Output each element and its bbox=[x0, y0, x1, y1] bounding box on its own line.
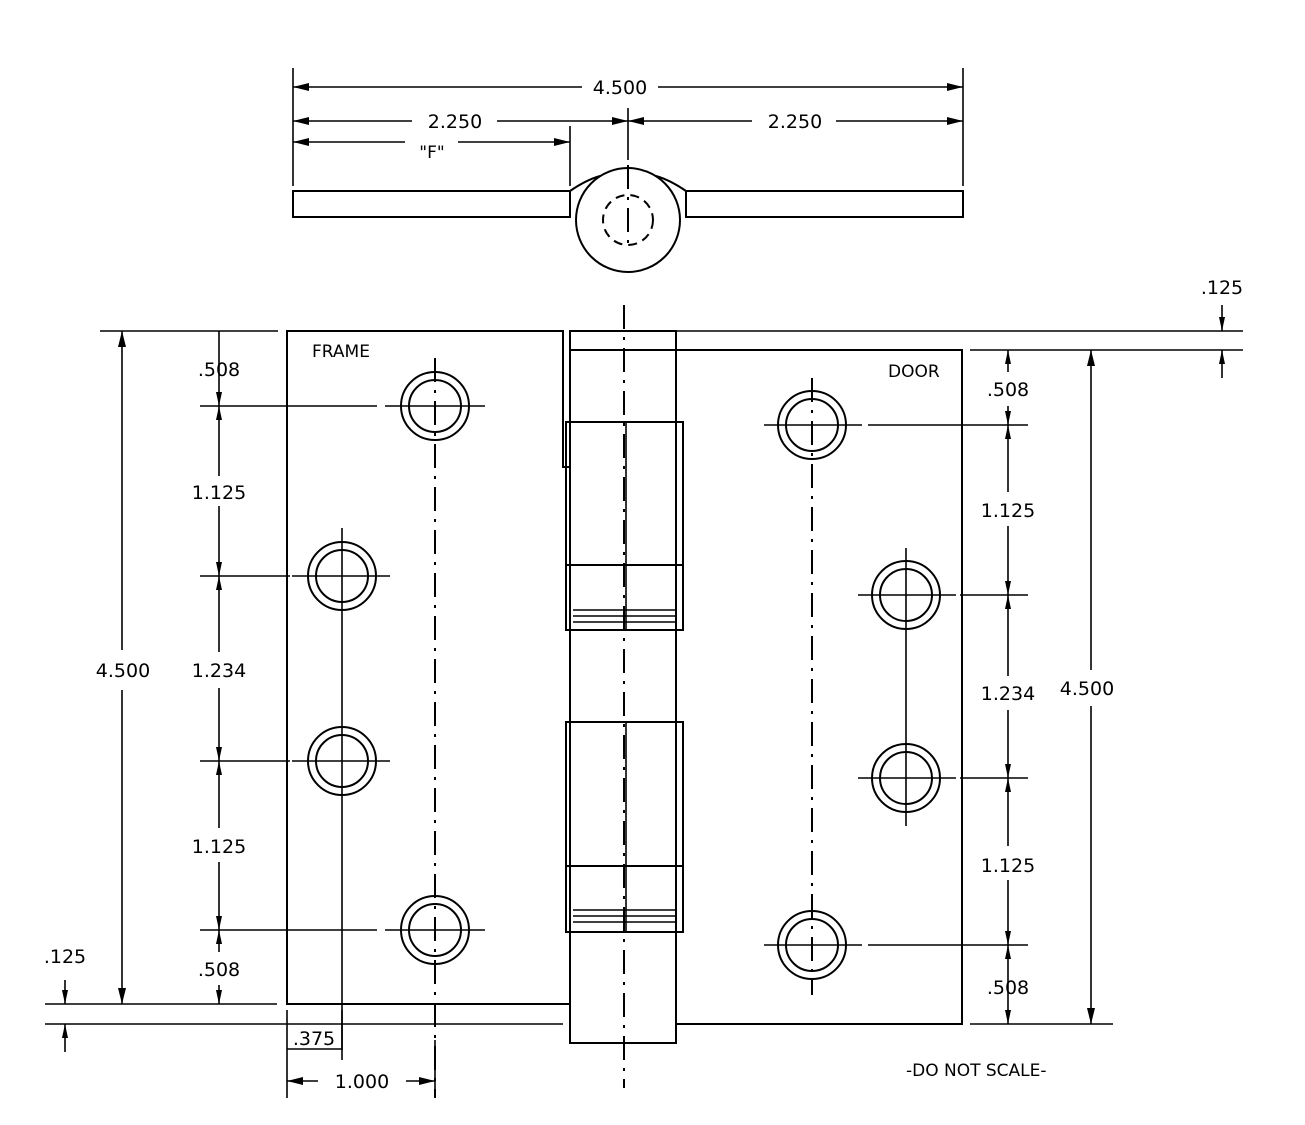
door-holes bbox=[764, 378, 956, 995]
dimension-text: .508 bbox=[987, 379, 1029, 401]
dimension-overall-width: 4.500 bbox=[293, 77, 963, 99]
dimension-text: 1.000 bbox=[335, 1071, 389, 1093]
dimension-offset-bottom: .125 bbox=[44, 946, 86, 1052]
frame-holes bbox=[292, 358, 485, 1098]
top-view-pin-hidden bbox=[602, 194, 654, 246]
dimension-f: "F" bbox=[293, 138, 570, 163]
dimension-text: 1.125 bbox=[981, 855, 1035, 877]
dimension-text: 1.234 bbox=[981, 683, 1035, 705]
dimension-text: 2.250 bbox=[768, 111, 822, 133]
dimension-text: 4.500 bbox=[1060, 678, 1114, 700]
frame-hole-2 bbox=[292, 541, 390, 611]
dimension-text: 1.125 bbox=[192, 836, 246, 858]
dimension-offset-top: .125 bbox=[1201, 277, 1243, 378]
dimension-text: .375 bbox=[293, 1028, 335, 1050]
front-view: FRAME DOOR -DO NOT SCALE- bbox=[44, 277, 1243, 1098]
dimension-text: 1.125 bbox=[981, 500, 1035, 522]
frame-hole-1 bbox=[385, 371, 485, 441]
f-label: "F" bbox=[419, 143, 444, 163]
dimension-text: .125 bbox=[1201, 277, 1243, 299]
door-hole-3 bbox=[858, 743, 956, 813]
top-view: 4.500 2.250 2.250 "F" bbox=[292, 68, 964, 273]
frame-hole-3 bbox=[292, 726, 390, 796]
dimension-text: 1.125 bbox=[192, 482, 246, 504]
knuckle-segment-2 bbox=[565, 721, 684, 933]
door-leaf bbox=[676, 349, 963, 1025]
dimension-door-height: 4.500 bbox=[1060, 350, 1114, 1024]
dimension-door-chain: .508 1.125 1.234 1.125 .508 bbox=[981, 350, 1035, 1024]
do-not-scale-note: -DO NOT SCALE- bbox=[906, 1061, 1047, 1081]
dimension-text: 2.250 bbox=[428, 111, 482, 133]
dimension-text: 4.500 bbox=[96, 660, 150, 682]
top-view-door-leaf bbox=[685, 190, 964, 218]
dimension-text: .508 bbox=[987, 977, 1029, 999]
door-hole-2 bbox=[858, 560, 956, 630]
dimension-frame-chain: .508 1.125 1.234 1.125 .508 bbox=[192, 331, 246, 1004]
frame-label: FRAME bbox=[312, 342, 370, 362]
dimension-text: .508 bbox=[198, 359, 240, 381]
dimension-frame-height: 4.500 bbox=[96, 331, 150, 1004]
dimension-half-width-right: 2.250 bbox=[628, 111, 963, 133]
dimension-text: 1.234 bbox=[192, 660, 246, 682]
door-hole-4 bbox=[764, 910, 862, 980]
door-hole-1 bbox=[764, 390, 862, 460]
dimension-text: .125 bbox=[44, 946, 86, 968]
dimension-text: .508 bbox=[198, 959, 240, 981]
frame-hole-4 bbox=[385, 895, 485, 965]
door-label: DOOR bbox=[888, 362, 940, 382]
dimension-hole-row-spacing: 1.000 bbox=[287, 1071, 435, 1093]
dimension-half-width-left: 2.250 bbox=[293, 111, 628, 133]
dimension-text: 4.500 bbox=[593, 77, 647, 99]
dimension-hole-inset: .375 bbox=[287, 1028, 342, 1050]
top-view-frame-leaf bbox=[292, 190, 571, 218]
